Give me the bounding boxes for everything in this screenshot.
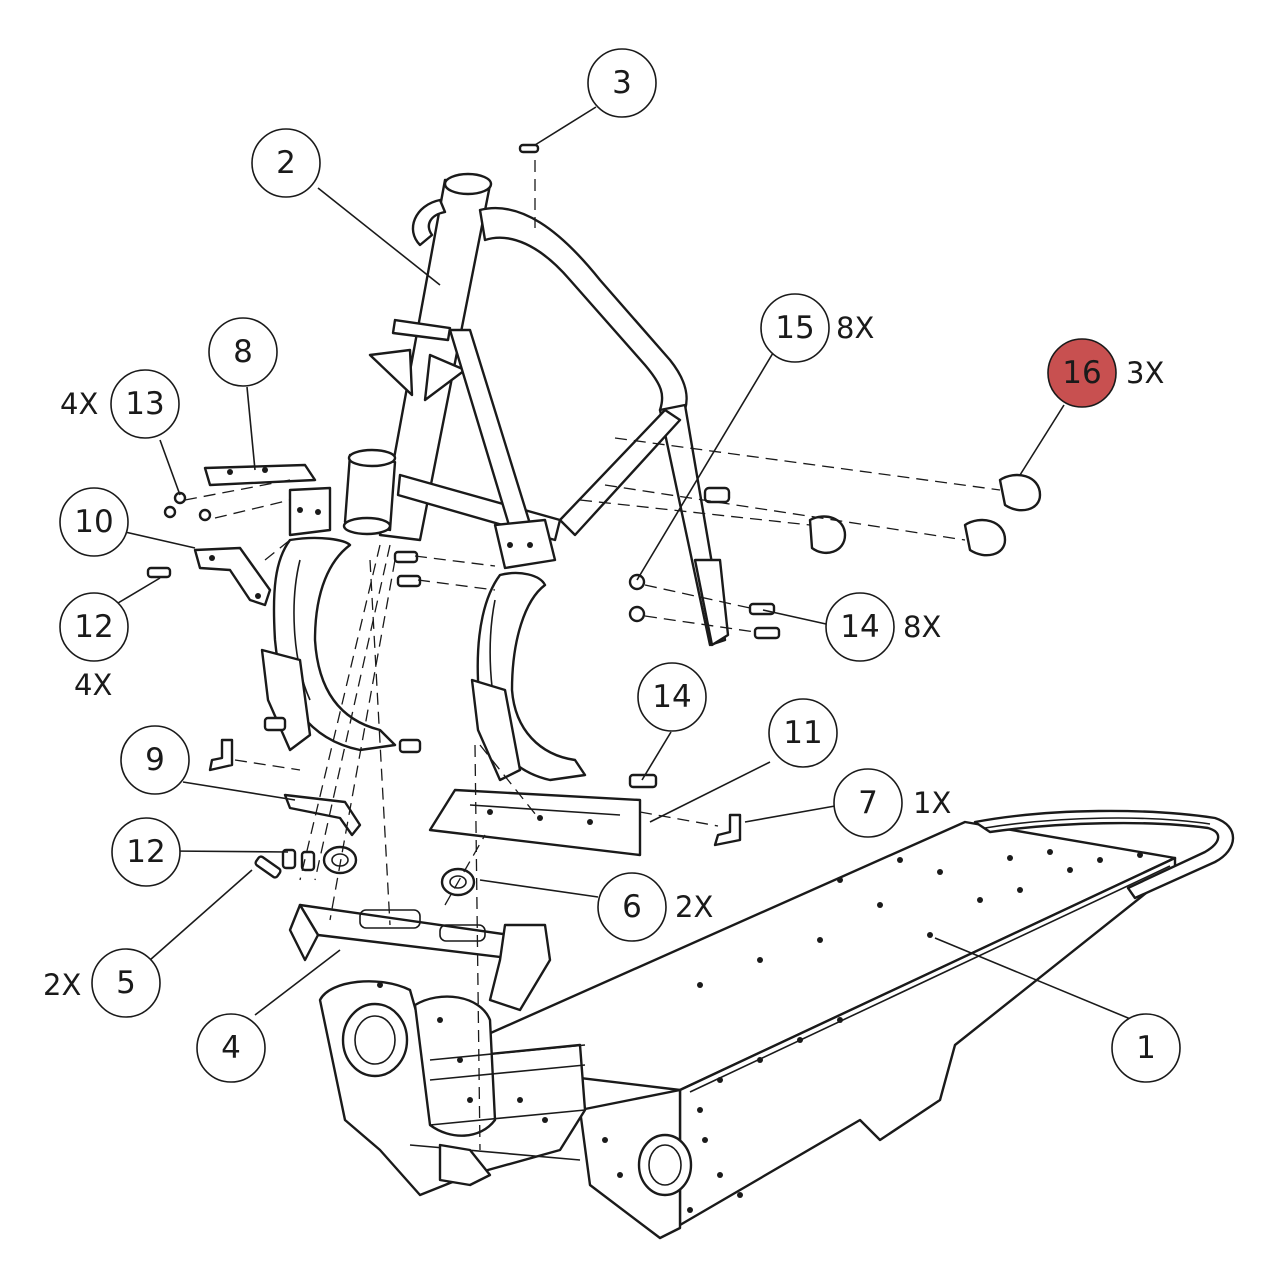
callout-7-label: 7	[858, 785, 878, 821]
callout-14a: 14 8X	[825, 592, 941, 662]
callout-15-qty: 8X	[836, 311, 874, 345]
callout-2-label: 2	[276, 145, 296, 181]
callout-10: 10	[59, 487, 129, 557]
upright-frame	[342, 172, 730, 647]
bushings-6	[322, 845, 476, 897]
part-10-plate	[193, 546, 272, 607]
part-11-plate	[428, 788, 642, 857]
left-arm-assembly	[260, 486, 397, 752]
callout-3: 3	[587, 48, 657, 118]
callout-13-label: 13	[125, 386, 164, 422]
callout-11: 11	[768, 698, 838, 768]
callout-14a-label: 14	[840, 609, 879, 645]
callout-9: 9	[120, 725, 190, 795]
assembly-lines	[184, 160, 1001, 1151]
callout-15-label: 15	[775, 310, 814, 346]
leader-lines	[117, 106, 1146, 1026]
clamp-16-a	[998, 473, 1042, 512]
part-7-bracket	[713, 813, 742, 847]
callout-3-label: 3	[612, 65, 632, 101]
callout-14b-label: 14	[652, 679, 691, 715]
callout-10-label: 10	[74, 504, 113, 540]
part-9-bracket	[283, 793, 362, 837]
callout-8-label: 8	[233, 334, 253, 370]
part-8-bracket	[203, 463, 317, 487]
callout-6: 6 2X	[597, 872, 713, 942]
callout-13: 13 4X	[60, 369, 180, 439]
callout-12b-qty: 4X	[74, 668, 112, 702]
clamp-16-b	[963, 518, 1007, 557]
callout-1-label: 1	[1136, 1030, 1156, 1066]
callout-5-qty: 2X	[43, 968, 81, 1002]
callout-2: 2	[251, 128, 321, 198]
callout-12b: 12 4X	[59, 592, 129, 702]
callout-12a-label: 12	[126, 834, 165, 870]
part-9-small-bracket	[208, 738, 234, 772]
callout-6-label: 6	[622, 889, 642, 925]
callout-12b-label: 12	[74, 609, 113, 645]
callout-14b: 14	[637, 662, 707, 732]
callout-16-highlighted: 16 3X	[1047, 338, 1164, 408]
callout-1: 1	[1111, 1013, 1181, 1083]
callout-8: 8	[208, 317, 278, 387]
callout-7-qty: 1X	[913, 786, 951, 820]
clamp-16-c	[808, 515, 847, 554]
callout-13-qty: 4X	[60, 387, 98, 421]
callout-7: 7 1X	[833, 768, 951, 838]
callout-4: 4	[196, 1013, 266, 1083]
callout-16-qty: 3X	[1126, 356, 1164, 390]
callout-9-label: 9	[145, 742, 165, 778]
callout-11-label: 11	[783, 715, 822, 751]
callout-12a: 12	[111, 817, 181, 887]
callout-5-label: 5	[116, 965, 136, 1001]
fasteners	[146, 143, 781, 879]
callout-4-label: 4	[221, 1030, 241, 1066]
callout-5: 5 2X	[43, 948, 161, 1018]
main-chassis-tray	[428, 809, 1235, 1240]
callout-15: 15 8X	[760, 293, 874, 363]
deck-holes	[697, 849, 1143, 1083]
callout-14a-qty: 8X	[903, 610, 941, 644]
part-4-crossbar	[298, 903, 527, 962]
drive-housing	[318, 980, 587, 1197]
right-arm-assembly	[470, 518, 587, 782]
callout-6-qty: 2X	[675, 890, 713, 924]
callout-16-label: 16	[1062, 355, 1101, 391]
